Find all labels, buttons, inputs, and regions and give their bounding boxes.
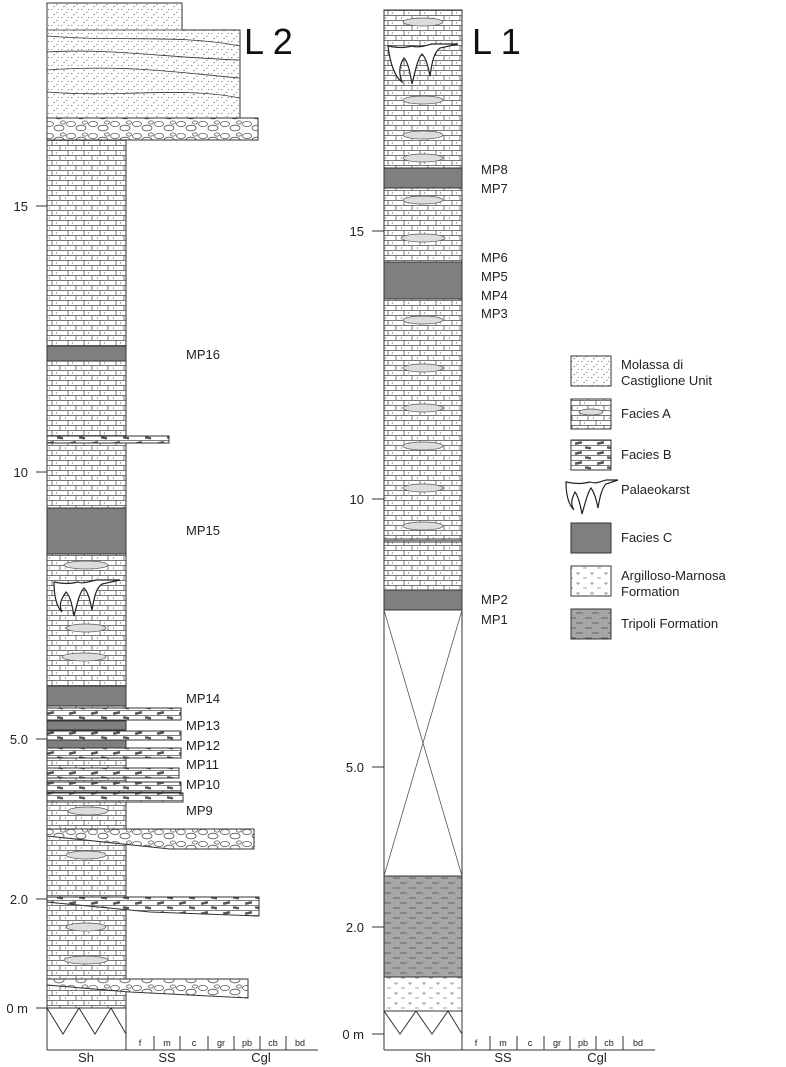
svg-text:Cgl: Cgl [587,1050,607,1065]
svg-text:cb: cb [268,1038,278,1048]
svg-text:gr: gr [553,1038,561,1048]
l2-facies-b-bed [46,747,182,759]
svg-text:c: c [192,1038,197,1048]
tripoli-swatch-icon [570,608,612,640]
l2-facies-a-column [46,139,127,1009]
svg-text:SS: SS [158,1050,176,1065]
svg-text:pb: pb [242,1038,252,1048]
legend-label: Castiglione Unit [621,373,712,388]
svg-text:Sh: Sh [415,1050,431,1065]
l2-tick-15: 15 [14,199,28,214]
l2-facies-c-band [46,345,127,362]
molassa-swatch-icon [570,355,612,387]
legend-label: Facies A [621,406,671,421]
svg-text:cb: cb [604,1038,614,1048]
l1-tripoli-formation [383,875,463,978]
l2-facies-c-band [46,720,127,731]
l2-facies-c-band [46,507,127,555]
svg-text:m: m [163,1038,171,1048]
facies-a-swatch-icon [570,398,612,430]
svg-text:bd: bd [633,1038,643,1048]
l2-wedge-bed [46,896,260,917]
l2-facies-c-band [46,685,127,707]
legend-label: Tripoli Formation [621,616,718,631]
l2-tick-2: 2.0 [10,892,28,907]
legend-label: Palaeokarst [621,482,690,497]
l2-facies-c-band [46,739,127,749]
sample-label: MP14 [186,691,220,706]
l1-facies-c-band [383,261,463,300]
l1-palaeokarst-icon [387,43,459,85]
l2-wedge-bed [46,828,255,850]
l2-grain-scale: f m c gr pb cb bd Sh SS Cgl [46,1034,318,1065]
l2-facies-b-bed [46,781,182,793]
sample-label: MP1 [481,612,508,627]
svg-text:SS: SS [494,1050,512,1065]
sample-label: MP9 [186,803,213,818]
argilloso-swatch-icon [570,565,612,597]
l2-facies-b-bed [46,767,180,779]
l1-tick-15: 15 [350,224,364,239]
legend-label: Argilloso-Marnosa [621,568,727,583]
svg-text:f: f [139,1038,142,1048]
svg-text:Cgl: Cgl [251,1050,271,1065]
l1-tick-0: 0 m [342,1027,364,1042]
svg-text:Sh: Sh [78,1050,94,1065]
l1-title: L 1 [472,21,521,62]
legend-label: Facies C [621,530,672,545]
l2-facies-b-bed [46,792,184,803]
sample-label: MP5 [481,269,508,284]
svg-text:gr: gr [217,1038,225,1048]
svg-text:f: f [475,1038,478,1048]
facies-c-swatch-icon [570,522,612,554]
l2-lenses [61,560,109,965]
sample-label: MP3 [481,306,508,321]
facies-b-swatch-icon [570,439,612,471]
svg-text:c: c [528,1038,533,1048]
sample-label: MP7 [481,181,508,196]
sample-label: MP6 [481,250,508,265]
l1-grain-scale: f m c gr pb cb bd Sh SS Cgl [383,1034,655,1065]
sample-label: MP10 [186,777,220,792]
l1-facies-c-band [383,589,463,611]
palaeokarst-swatch-icon [565,479,619,515]
l2-facies-b-bed [46,707,182,721]
l2-title: L 2 [244,21,293,62]
sample-label: MP16 [186,347,220,362]
l1-facies-a-column [383,541,463,591]
l1-tick-2: 2.0 [346,920,364,935]
l1-argilloso-formation [383,976,463,1012]
l2-palaeokarst-icon [53,579,121,617]
sample-label: MP2 [481,592,508,607]
l2-thin-bed [46,435,170,444]
l1-lenses [400,17,446,531]
l2-tick-10: 10 [14,465,28,480]
log-l1: 15 10 5.0 2.0 0 m L 1 MP8 MP7 MP6 MP5 MP… [342,9,655,1065]
svg-text:m: m [499,1038,507,1048]
svg-text:bd: bd [295,1038,305,1048]
l2-tick-0: 0 m [6,1001,28,1016]
sample-label: MP8 [481,162,508,177]
sample-label: MP11 [186,757,219,772]
l2-conglomerate-band [46,117,259,141]
l1-facies-c-band [383,167,463,189]
l1-tick-5: 5.0 [346,760,364,775]
log-l2: 15 10 5.0 2.0 0 m L 2 MP16 MP15 MP14 MP1… [6,2,318,1065]
legend-label: Facies B [621,447,672,462]
sample-label: MP15 [186,523,220,538]
legend-label: Molassa di [621,357,683,372]
l2-wedge-bed [46,978,249,999]
sample-label: MP12 [186,738,220,753]
l1-tick-10: 10 [350,492,364,507]
l2-facies-b-bed [46,730,182,741]
sample-label: MP13 [186,718,220,733]
sample-label: MP4 [481,288,508,303]
svg-text:pb: pb [578,1038,588,1048]
legend-label: Formation [621,584,680,599]
legend: Molassa di Castiglione Unit Facies A Fac… [565,355,727,640]
l2-tick-5: 5.0 [10,732,28,747]
